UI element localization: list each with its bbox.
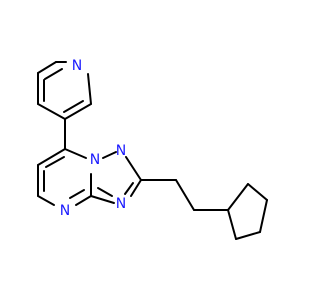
- bond: [227, 183, 249, 211]
- bond: [247, 183, 268, 201]
- chemical-structure: N N N N N: [37, 58, 268, 240]
- bond: [130, 179, 142, 197]
- pyridine-nitrogen-label: N: [72, 58, 82, 74]
- bond: [69, 189, 85, 199]
- triazole-n4-label: N: [116, 196, 126, 212]
- bond: [102, 151, 117, 159]
- bond: [37, 103, 66, 120]
- structure-canvas: N N N N N: [37, 58, 268, 240]
- pyrimidine-ring: [37, 148, 92, 206]
- bond: [63, 100, 84, 113]
- cyclopentane-ring: [227, 183, 268, 240]
- bond: [175, 179, 195, 211]
- triazole-n2-label: N: [116, 143, 126, 159]
- bond: [125, 156, 142, 181]
- bond: [97, 187, 113, 197]
- bond: [259, 199, 268, 233]
- bond: [124, 182, 134, 195]
- bond: [64, 103, 92, 120]
- bond: [44, 68, 63, 80]
- triazole-n1-label: N: [90, 152, 100, 168]
- bond: [45, 156, 65, 168]
- bond: [75, 195, 92, 206]
- bond: [227, 209, 237, 240]
- bond: [37, 61, 57, 74]
- bond: [37, 148, 66, 166]
- bond: [37, 195, 55, 206]
- bond: [90, 195, 115, 204]
- bond: [235, 231, 261, 240]
- pyrimidine-nitrogen-label: N: [60, 203, 70, 219]
- pyridine-ring: [37, 61, 92, 120]
- bond: [87, 73, 92, 105]
- bond: [64, 148, 87, 159]
- ethyl-linker: [140, 179, 229, 211]
- triazole-ring: [90, 151, 142, 204]
